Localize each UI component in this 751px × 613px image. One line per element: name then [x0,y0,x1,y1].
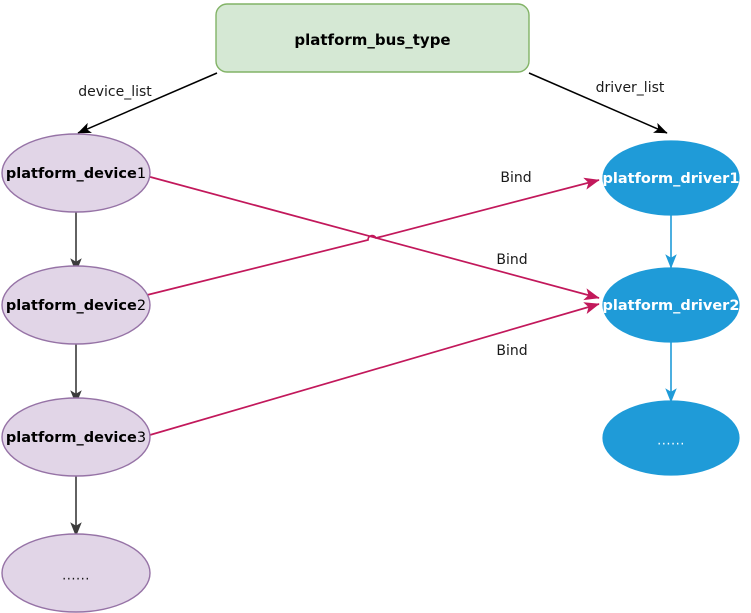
device3-shape [1,397,151,477]
edge-label-driver-list: driver_list [596,80,665,96]
edge-driver-list-line [528,72,668,134]
edge-driver-list: driver_list [528,72,668,134]
device2-shape [1,265,151,345]
node-platform-device3[interactable]: platform_device3 [1,397,151,477]
edge-bind-device1-driver2: Bind [142,174,600,301]
device-more-label: ...... [62,569,90,584]
edge-label-bind-1: Bind [500,170,531,186]
node-device-more[interactable]: ...... [1,533,151,613]
driver-more-shape [602,400,740,476]
edge-label-device-list: device_list [78,84,152,100]
node-platform-driver2[interactable]: platform_driver2 [602,267,740,343]
edge-bind-device3-driver2: Bind [142,302,600,438]
edge-bind-device3-driver2-line [142,302,600,438]
driver2-shape [602,267,740,343]
driver-more-label: ...... [657,434,685,449]
node-platform-driver1[interactable]: platform_driver1 [602,140,740,216]
node-platform-device1[interactable]: platform_device1 [1,133,151,213]
node-platform-device2[interactable]: platform_device2 [1,265,151,345]
device-more-shape [1,533,151,613]
edge-bind-device2-driver1: Bind [142,170,600,297]
edge-device-list: device_list [77,72,218,134]
driver1-shape [602,140,740,216]
node-platform-bus-type[interactable]: platform_bus_type [215,3,530,73]
bus-node-shape [215,3,530,73]
node-driver-more[interactable]: ...... [602,400,740,476]
edge-label-bind-2: Bind [496,252,527,268]
device1-shape [1,133,151,213]
edge-label-bind-3: Bind [496,343,527,359]
edge-bind-device1-driver2-line [142,174,600,301]
edge-device-list-line [77,72,218,134]
edge-bind-device2-driver1-line [142,177,600,297]
